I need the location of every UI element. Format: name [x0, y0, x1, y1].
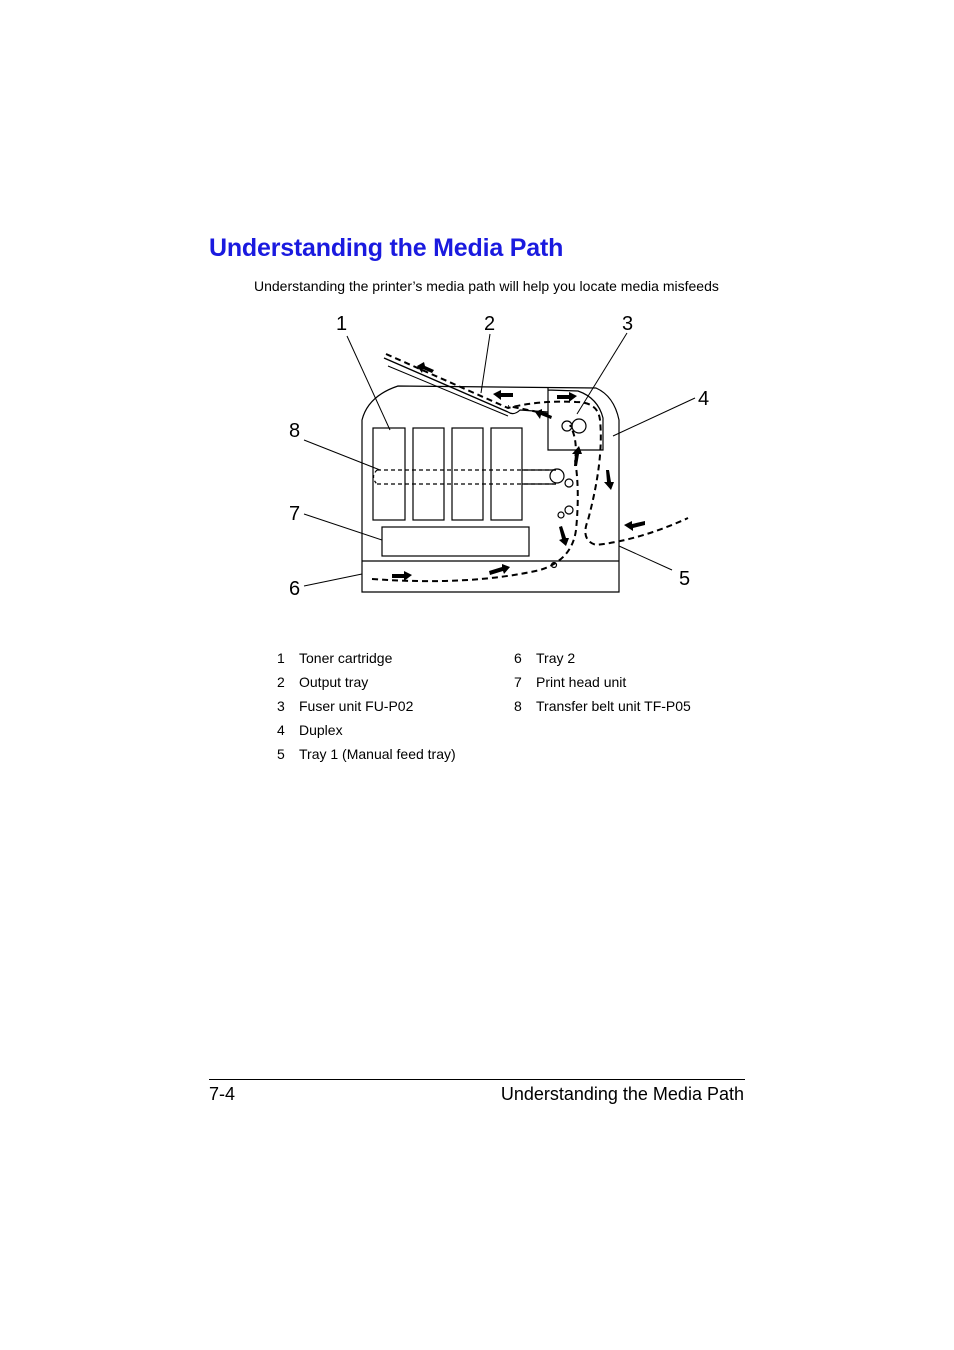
legend-label: Tray 2	[536, 650, 576, 666]
legend-label: Output tray	[299, 674, 369, 690]
legend-label: Print head unit	[536, 674, 627, 690]
legend-number: 3	[277, 698, 285, 714]
legend-item: 6 Tray 2	[514, 650, 575, 666]
footer-divider	[209, 1079, 745, 1080]
callout-4: 4	[698, 388, 709, 410]
legend-number: 6	[514, 650, 522, 666]
legend-label: Duplex	[299, 722, 343, 738]
page-number: 7-4	[209, 1084, 236, 1104]
callout-1: 1	[336, 313, 347, 335]
legend-number: 7	[514, 674, 522, 690]
legend-item: 5 Tray 1 (Manual feed tray)	[277, 746, 456, 762]
arrow-icon	[604, 470, 614, 490]
callout-7: 7	[289, 503, 300, 525]
legend: 1 Toner cartridge 2 Output tray 3 Fuser uni…	[277, 650, 737, 780]
arrow-icon	[557, 392, 577, 402]
print-head-unit	[381, 526, 530, 557]
toner-cartridge-d	[490, 427, 523, 521]
callout-5: 5	[679, 568, 690, 590]
legend-label: Toner cartridge	[299, 650, 393, 666]
legend-item: 8 Transfer belt unit TF-P05	[514, 698, 691, 714]
printer-body	[361, 385, 620, 593]
legend-label: Transfer belt unit TF-P05	[536, 698, 691, 714]
toner-cartridge-c	[451, 427, 484, 521]
direction-arrows	[392, 362, 645, 581]
legend-item: 2 Output tray	[277, 674, 368, 690]
legend-item: 1 Toner cartridge	[277, 650, 392, 666]
legend-number: 1	[277, 650, 285, 666]
arrow-icon	[392, 571, 412, 581]
arrow-icon	[489, 564, 510, 575]
callout-3: 3	[622, 313, 633, 335]
arrow-icon	[572, 446, 582, 466]
arrow-icon	[559, 526, 569, 546]
callout-2: 2	[484, 313, 495, 335]
transfer-belt	[377, 469, 556, 485]
arrow-icon	[493, 390, 513, 400]
fuser-box	[547, 388, 604, 451]
media-path-dashed	[371, 353, 689, 583]
output-tray-line	[383, 357, 509, 413]
legend-number: 5	[277, 746, 285, 762]
toner-cartridge-a	[372, 427, 406, 521]
callout-8: 8	[289, 420, 300, 442]
legend-item: 7 Print head unit	[514, 674, 626, 690]
legend-number: 8	[514, 698, 522, 714]
arrow-icon	[624, 521, 645, 531]
page-title: Understanding the Media Path	[209, 234, 564, 262]
footer-section-title: Understanding the Media Path	[500, 1084, 744, 1104]
legend-item: 3 Fuser unit FU-P02	[277, 698, 413, 714]
legend-label: Tray 1 (Manual feed tray)	[299, 746, 456, 762]
legend-number: 4	[277, 722, 285, 738]
arrow-icon	[417, 362, 434, 373]
legend-label: Fuser unit FU-P02	[299, 698, 414, 714]
legend-number: 2	[277, 674, 285, 690]
media-path-diagram: 1 2 3 4 5 6 7 8	[289, 313, 709, 600]
intro-text: Understanding the printer’s media path w…	[254, 278, 719, 294]
callout-6: 6	[289, 578, 300, 600]
arrow-icon	[535, 409, 552, 419]
toner-cartridge-b	[412, 427, 445, 521]
legend-item: 4 Duplex	[277, 722, 343, 738]
